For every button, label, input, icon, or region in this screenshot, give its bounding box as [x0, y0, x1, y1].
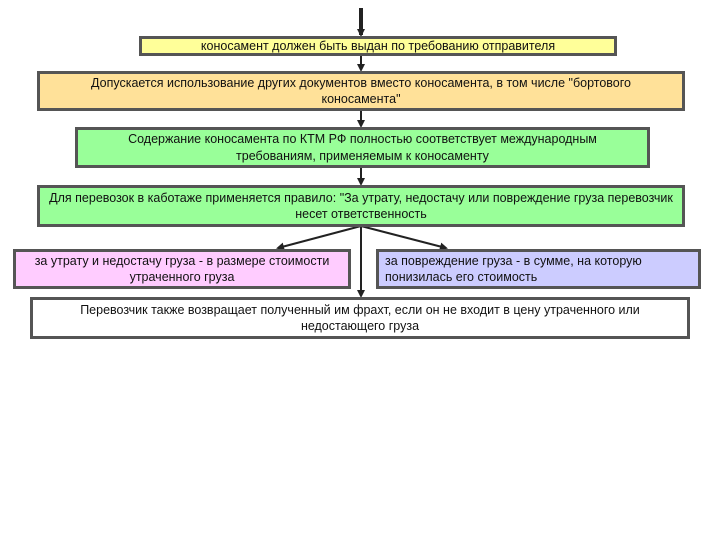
arrow-4-5	[276, 225, 362, 251]
node-ktm-compliance: Содержание коносамента по КТМ РФ полност…	[75, 127, 650, 168]
node-text: за повреждение груза - в сумме, на котор…	[385, 253, 642, 284]
node-freight-return: Перевозчик также возвращает полученный и…	[30, 297, 690, 339]
node-text: Содержание коносамента по КТМ РФ полност…	[128, 132, 597, 163]
node-cabotage-rule: Для перевозок в каботаже применяется пра…	[37, 185, 685, 227]
node-other-documents: Допускается использование других докумен…	[37, 71, 685, 111]
node-loss-shortage: за утрату и недостачу груза - в размере …	[13, 249, 351, 289]
arrow-4-6	[360, 225, 448, 251]
node-damage: за повреждение груза - в сумме, на котор…	[376, 249, 701, 289]
node-text: Для перевозок в каботаже применяется пра…	[49, 190, 673, 221]
node-text: Допускается использование других докумен…	[91, 75, 631, 106]
node-text: за утрату и недостачу груза - в размере …	[34, 253, 330, 284]
node-text: коносамент должен быть выдан по требован…	[200, 38, 556, 53]
node-text: Перевозчик также возвращает полученный и…	[80, 302, 640, 333]
node-bill-issue-requirement: коносамент должен быть выдан по требован…	[139, 36, 617, 56]
